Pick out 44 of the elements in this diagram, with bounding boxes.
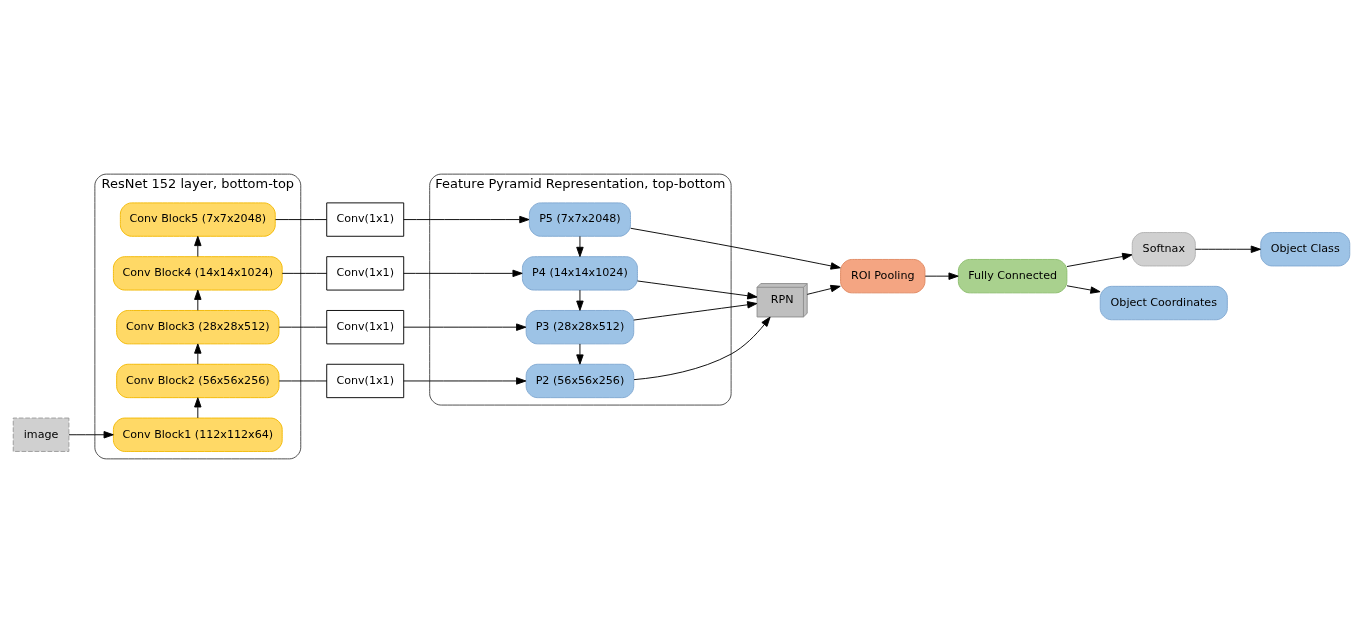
node-box: Conv(1x1): [326, 202, 405, 237]
node-box: Conv Block1 (112x112x64): [112, 417, 283, 452]
arrow: [403, 215, 530, 224]
node-box: Object Coordinates: [1099, 285, 1228, 321]
node-box: Fully Connected: [957, 259, 1068, 294]
arrow: [1194, 245, 1261, 253]
arrow: [194, 397, 202, 419]
connector: [281, 272, 328, 274]
node-box: Conv Block5 (7x7x2048): [119, 202, 276, 237]
arrow: [403, 269, 523, 278]
node-box: P4 (14x14x1024): [521, 256, 638, 291]
arrow: [1066, 285, 1101, 294]
node-box: P5 (7x7x2048): [528, 202, 631, 237]
connector: [278, 326, 328, 328]
arrow: [68, 431, 114, 439]
arrow: [576, 289, 584, 311]
arrow: [806, 284, 841, 295]
node-box: ROI Pooling: [840, 259, 926, 294]
node-box: Conv(1x1): [326, 256, 405, 291]
node-box: Conv Block3 (28x28x512): [116, 310, 280, 345]
arrow: [403, 323, 527, 331]
connector: [278, 380, 328, 382]
arrow: [630, 227, 841, 270]
connector: [275, 219, 328, 221]
node-box: Object Class: [1260, 232, 1351, 267]
node-box: Softnax: [1131, 232, 1196, 267]
arrow: [637, 280, 758, 300]
node-box: Conv(1x1): [326, 363, 405, 399]
arrow: [1066, 252, 1133, 267]
arrow: [403, 377, 527, 385]
arrow: [924, 272, 959, 280]
arrow: [576, 343, 584, 365]
node-box: P2 (56x56x256): [525, 363, 635, 399]
node-box: Conv(1x1): [326, 310, 405, 345]
arrow: [633, 316, 771, 381]
arrow: [194, 289, 202, 311]
arrow: [194, 343, 202, 365]
arrow: [633, 301, 758, 321]
node-box: Conv Block2 (56x56x256): [116, 363, 280, 399]
node-box: image: [12, 417, 70, 452]
node-box: Conv Block4 (14x14x1024): [112, 256, 283, 291]
arrow: [194, 235, 202, 258]
node-box: P3 (28x28x512): [525, 310, 635, 345]
arrow: [576, 235, 584, 258]
